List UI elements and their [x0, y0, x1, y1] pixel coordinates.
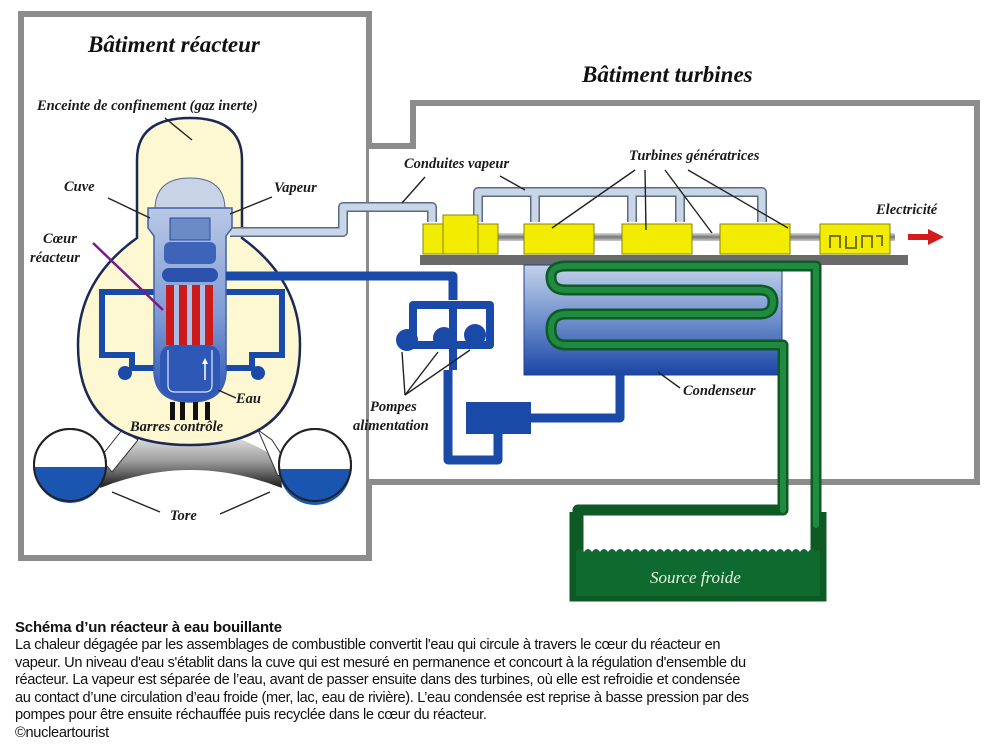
label-electricity: Electricité — [875, 202, 938, 218]
condensate-line — [530, 375, 625, 423]
recirculation-loops — [99, 289, 285, 371]
cold-source-pool — [569, 512, 827, 602]
caption-line: pompes pour être ensuite réchauffée puis… — [15, 707, 487, 724]
caption: Schéma d’un réacteur à eau bouillante La… — [15, 619, 980, 742]
generator — [819, 223, 891, 255]
label-feed-pumps-line1: Pompes — [370, 399, 417, 415]
label-cold-source: Source froide — [650, 568, 741, 587]
feedwater-line — [226, 271, 458, 300]
label-core-line1: Cœur — [43, 231, 77, 247]
caption-body: La chaleur dégagée par les assemblages d… — [15, 637, 980, 725]
turbines — [422, 214, 791, 255]
fuel-rods — [166, 285, 213, 345]
caption-line: vapeur. Un niveau d'eau s'établit dans l… — [15, 654, 746, 671]
caption-line: au contact d’une circulation d’eau froid… — [15, 689, 749, 706]
label-control-rods: Barres contrôle — [129, 419, 224, 435]
label-containment: Enceinte de confinement (gaz inerte) — [36, 98, 258, 114]
label-torus: Tore — [170, 508, 197, 524]
feedwater-heater — [466, 402, 531, 434]
label-turbine-generators: Turbines génératrices — [629, 148, 760, 164]
control-rods — [170, 402, 210, 420]
label-core-line2: réacteur — [30, 250, 80, 266]
torus — [33, 428, 352, 505]
caption-line: réacteur. La vapeur est séparée de l’eau… — [15, 672, 741, 689]
label-steam: Vapeur — [274, 180, 317, 196]
label-feed-pumps-line2: alimentation — [353, 418, 429, 434]
label-steam-lines: Conduites vapeur — [404, 156, 509, 172]
bwr-diagram: Bâtiment réacteur Bâtiment turbines — [18, 11, 980, 602]
caption-line: La chaleur dégagée par les assemblages d… — [15, 637, 721, 653]
pump-icons — [396, 324, 486, 351]
caption-title: Schéma d’un réacteur à eau bouillante — [15, 619, 282, 636]
reactor-building-title: Bâtiment réacteur — [87, 32, 261, 57]
caption-credit: ©nucleartourist — [15, 724, 109, 741]
label-water: Eau — [235, 391, 261, 407]
label-vessel: Cuve — [64, 179, 95, 195]
core-pointer — [92, 242, 164, 311]
condenser — [523, 264, 783, 376]
reactor-vessel — [147, 177, 233, 403]
electricity-arrow-icon — [908, 229, 944, 245]
turbine-building-title: Bâtiment turbines — [581, 62, 753, 87]
label-condenser: Condenseur — [683, 383, 756, 399]
turbine-base — [420, 255, 908, 265]
